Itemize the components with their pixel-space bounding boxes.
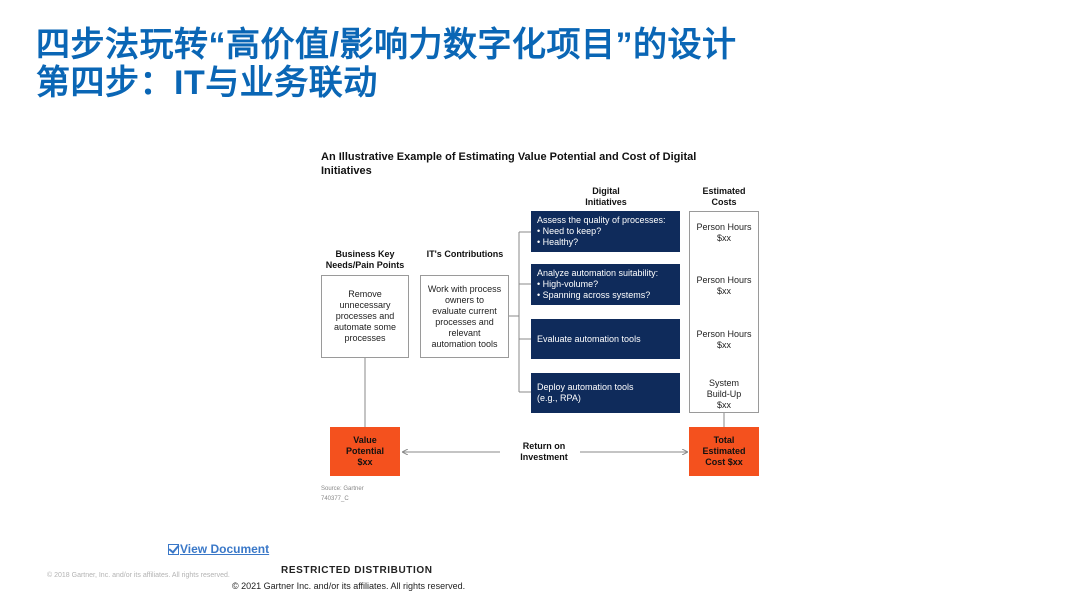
- source-text: Source: Gartner: [321, 486, 364, 492]
- initiative-line: • High-volume?: [537, 279, 599, 289]
- return-on-investment-label: Return on Investment: [520, 441, 568, 462]
- business-needs-box: Remove unnecessary processes and automat…: [321, 275, 409, 358]
- initiative-line: • Healthy?: [537, 237, 579, 247]
- total-line: Total: [713, 435, 735, 445]
- slide-title-line-1: 四步法玩转“高价值/影响力数字化项目”的设计: [36, 26, 737, 64]
- header-digital: Digital Initiatives: [585, 186, 627, 207]
- cost-line: System: [708, 378, 739, 388]
- initiative-line: (e.g., RPA): [537, 393, 581, 403]
- initiative-line: Assess the quality of processes:: [537, 215, 666, 225]
- checkbox-icon: [168, 543, 179, 555]
- faint-copyright: © 2018 Gartner, Inc. and/or its affiliat…: [47, 572, 230, 579]
- value-line: Potential: [345, 446, 384, 456]
- cost-line: $xx: [716, 340, 731, 350]
- view-document-link[interactable]: View Document: [168, 542, 269, 556]
- total-line: Estimated: [702, 446, 746, 456]
- source-note: Source: Gartner 740377_C: [321, 484, 364, 504]
- copyright-text: © 2021 Gartner Inc. and/or its affiliate…: [232, 581, 466, 591]
- header-business: Business Key Needs/Pain Points: [325, 249, 405, 270]
- restricted-distribution: RESTRICTED DISTRIBUTION: [281, 565, 433, 576]
- cost-item: System Build-Up $xx: [690, 378, 758, 411]
- cost-item: Person Hours $xx: [690, 329, 758, 351]
- initiative-line: • Need to keep?: [537, 226, 602, 236]
- header-it: IT's Contributions: [426, 249, 504, 259]
- total-line: Cost $xx: [705, 457, 743, 467]
- initiative-analyze-automation: Analyze automation suitability: • High-v…: [531, 264, 680, 305]
- cost-line: Build-Up: [706, 389, 742, 399]
- cost-line: Person Hours: [696, 222, 752, 232]
- header-costs: Estimated Costs: [702, 186, 746, 207]
- view-document-label: View Document: [180, 542, 270, 556]
- value-line: Value: [353, 435, 377, 445]
- cost-line: Person Hours: [696, 275, 752, 285]
- value-potential-box: Value Potential $xx: [330, 427, 400, 476]
- initiative-deploy-tools: Deploy automation tools (e.g., RPA): [531, 373, 680, 413]
- source-id: 740377_C: [321, 496, 349, 502]
- estimated-costs-panel: Person Hours $xx Person Hours $xx Person…: [689, 211, 759, 413]
- initiative-line: Evaluate automation tools: [537, 333, 641, 344]
- figure-title: An Illustrative Example of Estimating Va…: [321, 151, 697, 177]
- initiative-assess-quality: Assess the quality of processes: • Need …: [531, 211, 680, 252]
- cost-item: Person Hours $xx: [690, 222, 758, 244]
- cost-line: $xx: [716, 233, 731, 243]
- cost-line: $xx: [716, 286, 731, 296]
- cost-line: $xx: [716, 400, 731, 410]
- slide-title-line-2: 第四步：IT与业务联动: [36, 64, 378, 102]
- initiative-line: Deploy automation tools: [537, 382, 634, 392]
- initiative-line: Analyze automation suitability:: [537, 268, 659, 278]
- value-line: $xx: [357, 457, 373, 467]
- total-cost-box: Total Estimated Cost $xx: [689, 427, 759, 476]
- it-contributions-box: Work with process owners to evaluate cur…: [420, 275, 509, 358]
- initiative-evaluate-tools: Evaluate automation tools: [531, 319, 680, 359]
- initiative-line: • Spanning across systems?: [537, 290, 651, 300]
- cost-item: Person Hours $xx: [690, 275, 758, 297]
- cost-line: Person Hours: [696, 329, 752, 339]
